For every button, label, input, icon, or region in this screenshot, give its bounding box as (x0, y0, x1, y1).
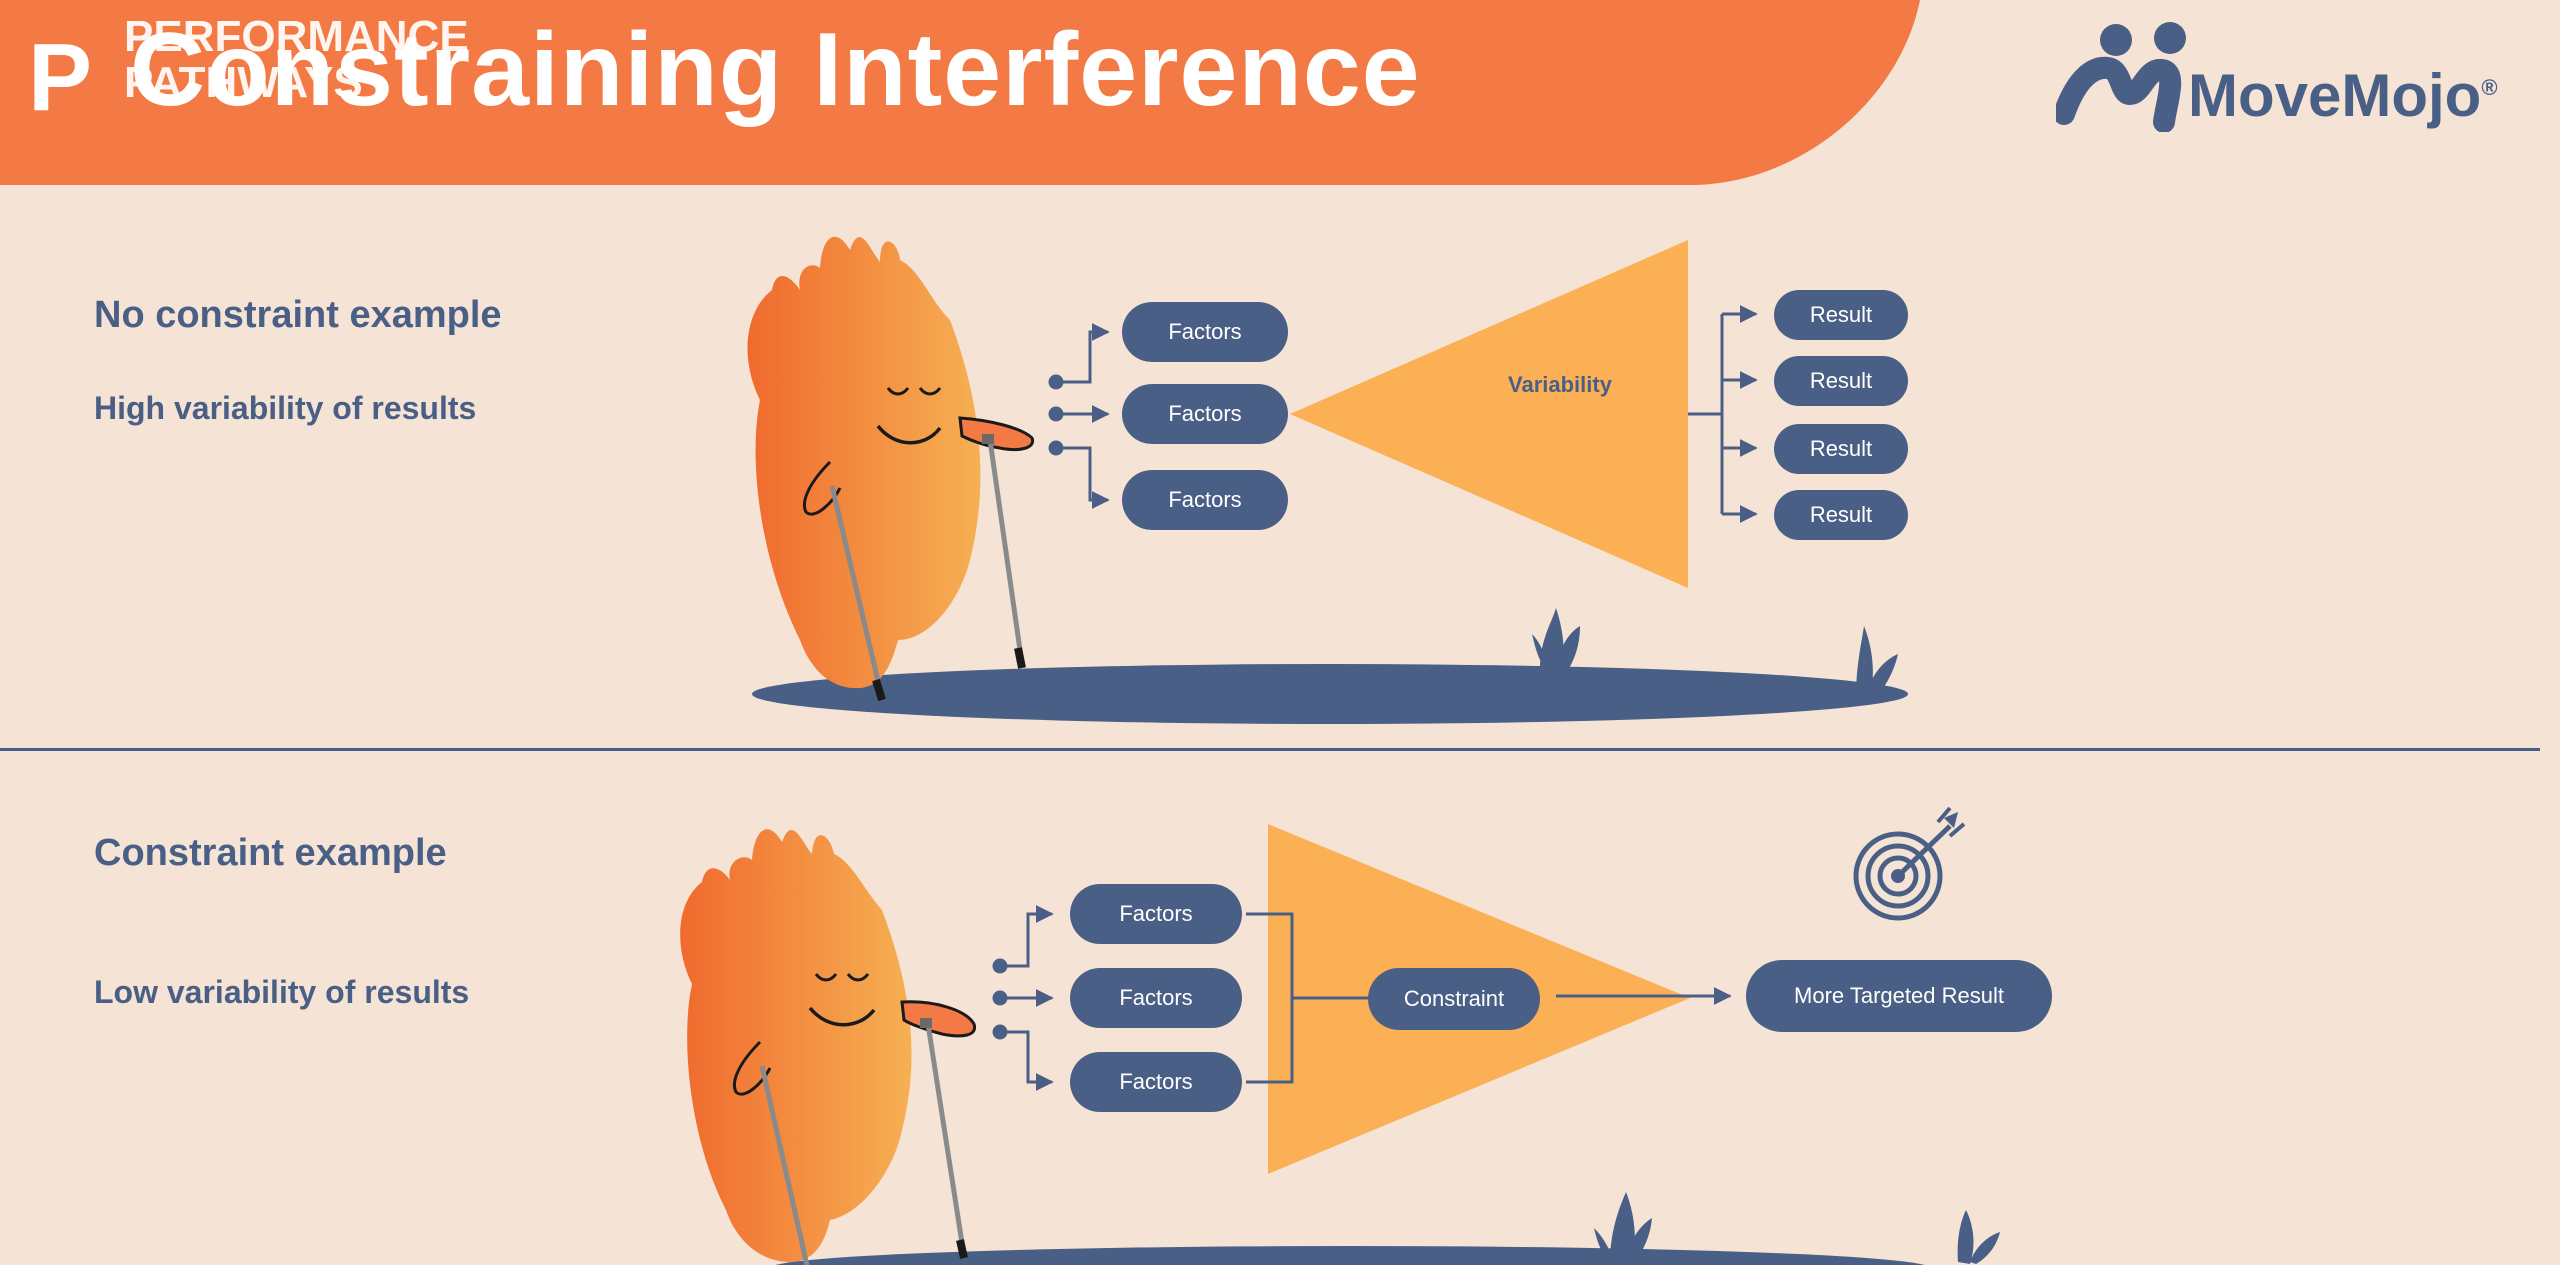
brand-line-1: PERFORMANCE (124, 12, 469, 61)
brand-mark: P (28, 24, 93, 131)
result-connectors-1 (1688, 305, 1758, 523)
result-pill-2: Result (1774, 356, 1908, 406)
factor-pill-1a: Factors (1122, 302, 1288, 362)
section-1-title: No constraint example (94, 294, 502, 336)
grass-tuft-3 (1594, 1192, 1652, 1264)
factor-connectors-2 (992, 905, 1054, 1091)
variability-triangle (1290, 240, 1688, 588)
targeted-result-pill: More Targeted Result (1746, 960, 2052, 1032)
factor-pill-1c: Factors (1122, 470, 1288, 530)
brand-line-2: PATHWAYS (124, 58, 363, 107)
result-pill-3: Result (1774, 424, 1908, 474)
target-icon (1853, 806, 1966, 921)
variability-label: Variability (1508, 372, 1612, 397)
section-1-subtitle: High variability of results (94, 390, 477, 426)
grass-tuft-2 (1856, 626, 1898, 698)
grass-tuft-4 (1957, 1210, 2000, 1264)
section-2-subtitle: Low variability of results (94, 974, 470, 1010)
factor-pill-2b: Factors (1070, 968, 1242, 1028)
page-title: Constraining Interference (130, 12, 1421, 128)
movemojo-logo-icon (2056, 22, 2186, 132)
section-divider (0, 748, 2540, 751)
factor-pill-2c: Factors (1070, 1052, 1242, 1112)
ground-shadow-2 (775, 1246, 1925, 1265)
character-1 (747, 236, 1035, 702)
logo-text: MoveMojo® (2188, 66, 2498, 126)
brand-name: PERFORMANCE PATHWAYS (124, 14, 469, 106)
constraint-pill: Constraint (1368, 968, 1540, 1030)
character-2 (680, 829, 977, 1265)
factor-pill-1b: Factors (1122, 384, 1288, 444)
result-pill-1: Result (1774, 290, 1908, 340)
header-banner (0, 0, 1920, 185)
result-pill-4: Result (1774, 490, 1908, 540)
factor-pill-2a: Factors (1070, 884, 1242, 944)
constraint-connectors (1246, 912, 1732, 1084)
ground-shadow-1 (752, 664, 1908, 724)
factor-connectors-1 (1048, 323, 1110, 509)
section-2-title: Constraint example (94, 832, 447, 874)
logo-registered: ® (2481, 75, 2498, 100)
grass-tuft-1 (1532, 608, 1580, 670)
logo-name: MoveMojo (2188, 62, 2482, 129)
